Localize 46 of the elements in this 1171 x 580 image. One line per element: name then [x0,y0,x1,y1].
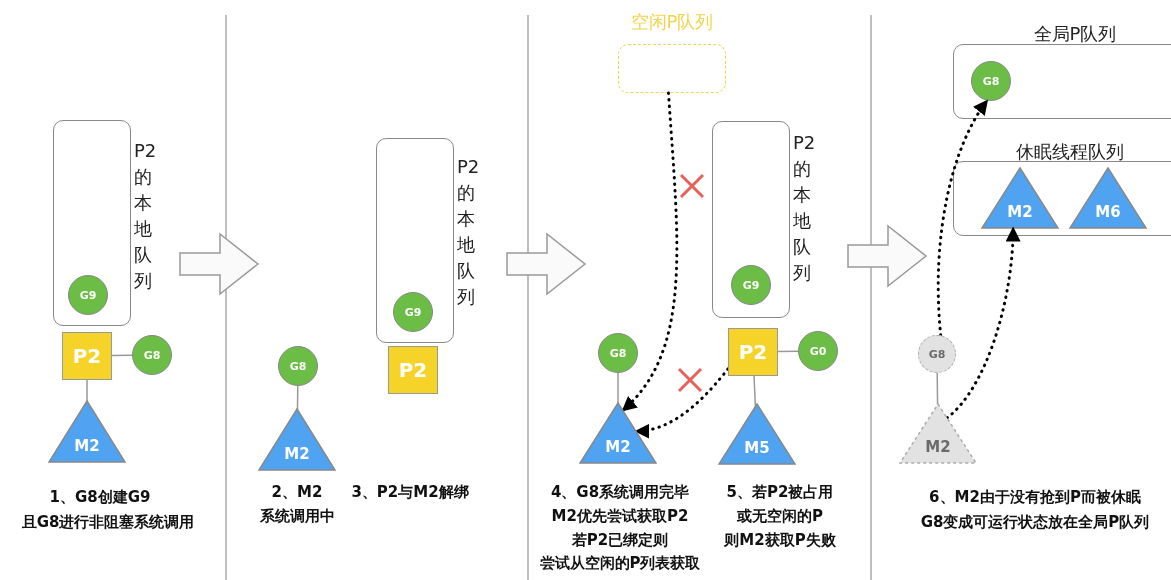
caption-text: 2、M2 [271,482,323,502]
caption-text: 5、若P2被占用 [726,482,834,502]
thread-triangle: M5 [718,403,796,465]
caption-text: 若P2已绑定则 [571,530,669,550]
caption-text: 1、G8创建G9 [49,487,151,507]
caption-text: M2优先尝试获取P2 [551,506,689,526]
caption-text: 6、M2由于没有抢到P而被休眠 [929,487,1141,507]
connector-line [296,385,299,411]
thread-triangle: M2 [258,408,336,471]
dotted-arrow [936,99,989,337]
caption-text: 则M2获取P失败 [724,530,836,550]
connector-line [936,372,939,406]
queue-label: 全局P队列 [1032,22,1118,46]
caption-text: 或无空闲的P [737,506,823,526]
dotted-arrow [634,367,730,438]
thread-triangle: M2 [981,167,1059,229]
caption-text: 4、G8系统调用完毕 [550,482,690,502]
connector-line [86,379,88,402]
thread-triangle: M2 [48,400,126,463]
connector-line [777,350,799,353]
queue-label: P2的本地队列 [793,131,817,285]
processor-square: P2 [728,328,778,376]
thread-triangle: M6 [1069,167,1147,229]
caption-text: 且G8进行非阻塞系统调用 [21,512,195,532]
processor-square: P2 [388,346,438,394]
processor-square: P2 [62,332,112,380]
connector-line [753,375,757,408]
goroutine-circle: G8 [598,333,638,373]
dotted-arrow [945,226,1021,420]
thread-triangle: M2 [899,403,977,464]
caption-text: 3、P2与M2解绑 [351,482,469,502]
caption-text: G8变成可运行状态放在全局P队列 [920,512,1150,532]
goroutine-circle: G8 [132,335,172,375]
goroutine-circle: G8 [918,335,956,373]
goroutine-circle: G8 [278,346,318,386]
queue-label: P2的本地队列 [134,139,158,293]
connector-line [111,354,133,357]
caption-text: 系统调用中 [259,506,335,526]
thread-triangle: M2 [579,402,657,464]
queue-label: 空闲P队列 [629,10,715,34]
connector-line [617,372,619,404]
goroutine-circle: G0 [798,331,838,371]
dotted-arrow [621,91,679,412]
queue-label: 休眠线程队列 [1015,140,1125,164]
caption-text: 尝试从空闲的P列表获取 [539,553,701,573]
queue-label: P2的本地队列 [457,155,481,309]
